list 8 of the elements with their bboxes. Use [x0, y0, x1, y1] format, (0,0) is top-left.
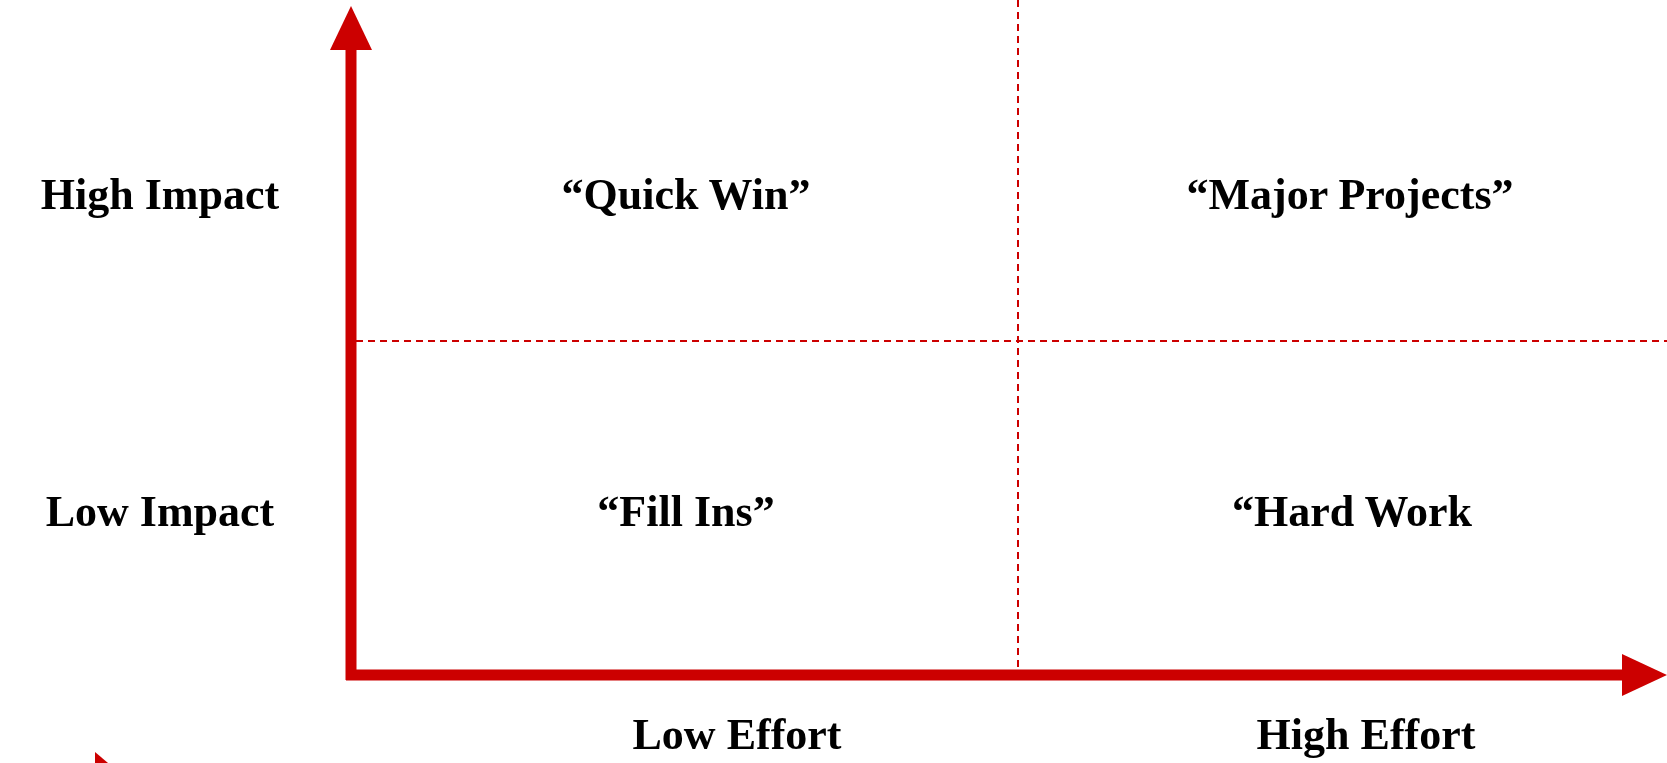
axis-label: Low Impact — [45, 487, 275, 537]
quadrant-label: “Fill Ins” — [597, 487, 775, 537]
axis-label: Low Effort — [632, 710, 842, 760]
quadrant-label: “Major Projects” — [1186, 170, 1514, 220]
quadrant-label: “Hard Work — [1232, 487, 1472, 537]
quadrant-label: “Quick Win” — [561, 170, 811, 220]
axis-label: High Effort — [1256, 710, 1476, 760]
axis-label: High Impact — [40, 170, 280, 220]
